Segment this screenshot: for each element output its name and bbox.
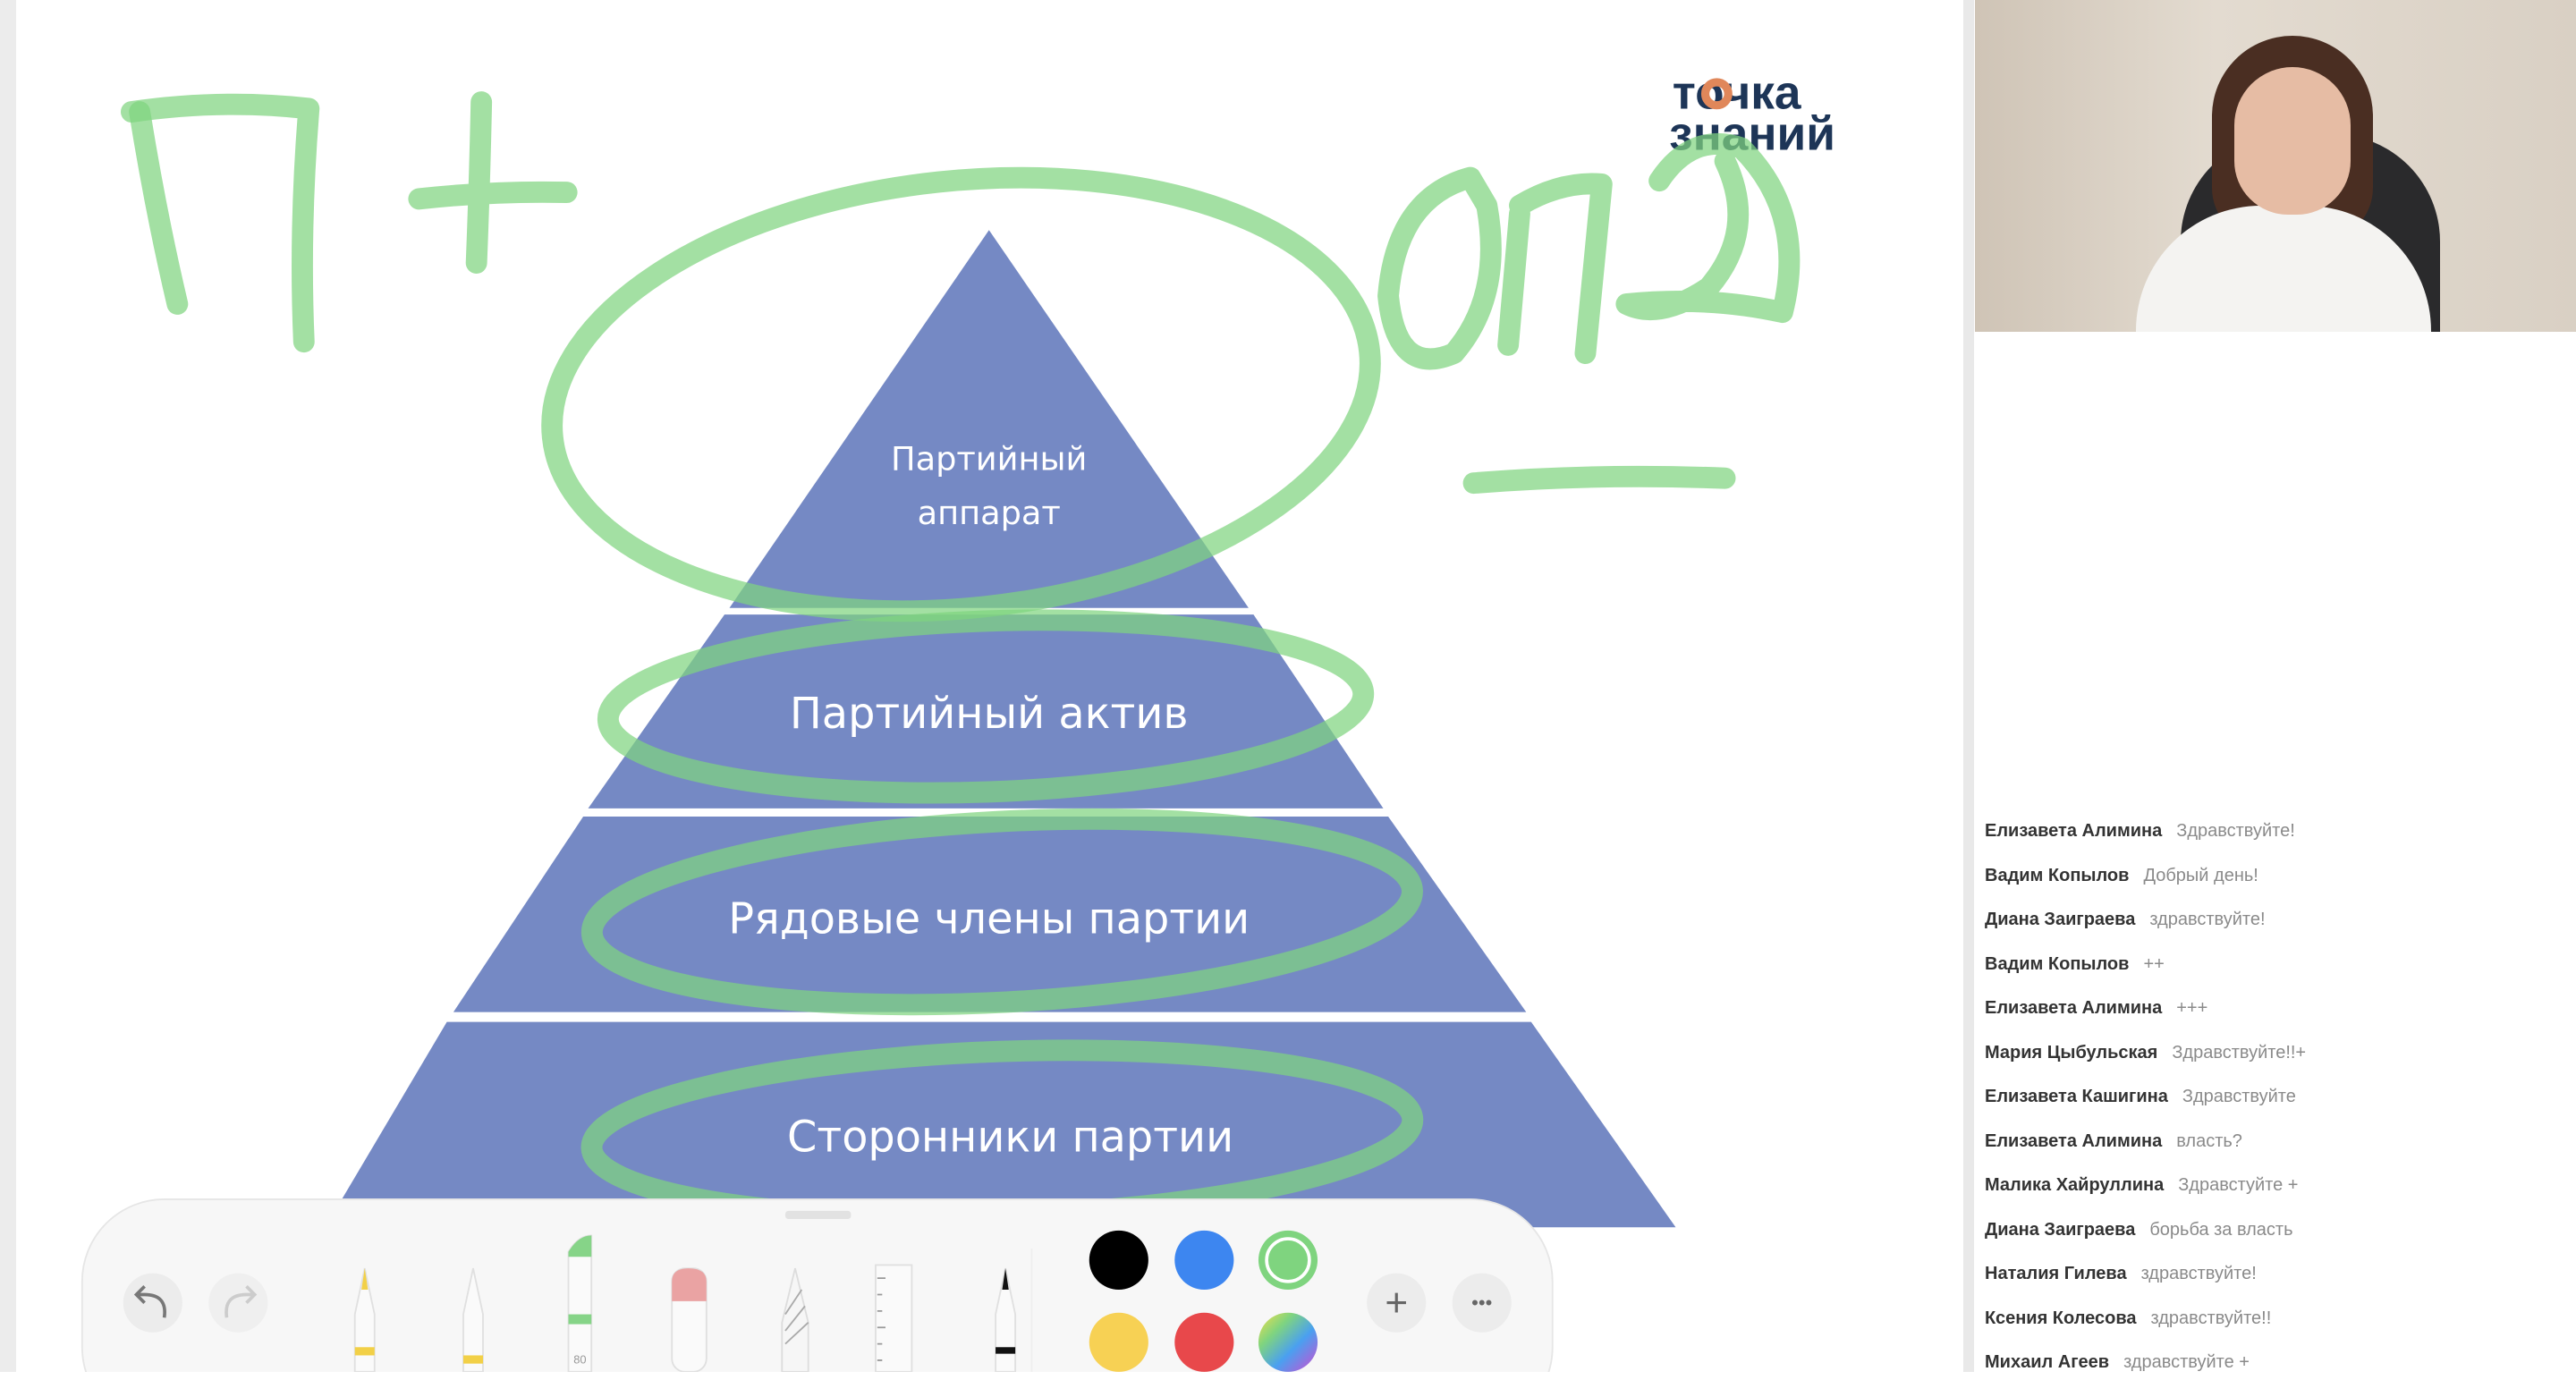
chat-text: ++ bbox=[2143, 953, 2165, 974]
chat-text: здравствуйте + bbox=[2123, 1352, 2250, 1372]
pen-tool[interactable] bbox=[353, 1267, 376, 1372]
toolbar-grabber[interactable] bbox=[784, 1210, 852, 1220]
drawing-toolbar: 80 + ••• bbox=[80, 1198, 1554, 1372]
chat-message: Вадим Копылов ++ bbox=[1985, 954, 2566, 999]
chat-author: Мария Цыбульская bbox=[1985, 1042, 2158, 1063]
chat-author: Малика Хайруллина bbox=[1985, 1175, 2165, 1195]
color-swatch-black[interactable] bbox=[1089, 1230, 1148, 1290]
add-button[interactable]: + bbox=[1367, 1273, 1427, 1333]
chat-author: Наталия Гилева bbox=[1985, 1264, 2127, 1283]
chat-text: здравствуйте! bbox=[2149, 910, 2266, 929]
eraser-tool[interactable] bbox=[671, 1267, 708, 1372]
chat-author: Диана Заиграева bbox=[1985, 910, 2136, 929]
chat-author: Вадим Копылов bbox=[1985, 953, 2130, 974]
chat-message: Диана Заиграева здравствуйте! bbox=[1985, 910, 2566, 954]
redo-icon bbox=[225, 1285, 258, 1318]
panel-divider[interactable] bbox=[1963, 0, 1974, 1372]
ink-letter-p-top bbox=[121, 93, 320, 353]
ink-letter-o bbox=[1377, 166, 1502, 370]
presenter-face bbox=[2234, 67, 2351, 215]
presenter-video bbox=[1975, 0, 2576, 332]
ink-annotations bbox=[121, 91, 1801, 1228]
chat-author: Ксения Колесова bbox=[1985, 1308, 2137, 1328]
chat-text: власть? bbox=[2176, 1130, 2242, 1151]
chat-text: Добрый день! bbox=[2143, 865, 2258, 885]
chat-message: Малика Хайруллина Здравстуйте + bbox=[1985, 1175, 2566, 1220]
chat-author: Елизавета Алимина bbox=[1985, 998, 2163, 1018]
undo-icon bbox=[133, 1285, 166, 1318]
pyramid-level-2 bbox=[588, 614, 1384, 809]
window-edge bbox=[0, 0, 16, 1372]
toolbar-panel bbox=[80, 1198, 1554, 1372]
chat-message: Елизавета Алимина Здравствуйте! bbox=[1985, 821, 2566, 866]
ink-circle-level-2 bbox=[597, 609, 1375, 804]
chat-message: Вадим Копылов Добрый день! bbox=[1985, 866, 2566, 910]
chat-message: Елизавета Кашигина Здравствуйте bbox=[1985, 1087, 2566, 1131]
chat-message: Елизавета Алимина власть? bbox=[1985, 1131, 2566, 1176]
chat-text: Здравстуйте + bbox=[2178, 1175, 2299, 1195]
ink-plus bbox=[408, 91, 578, 274]
ink-circle-top bbox=[541, 166, 1381, 622]
pyramid: Партийный аппарат Партийный актив Рядовы… bbox=[325, 230, 1676, 1228]
redo-button[interactable] bbox=[208, 1273, 268, 1333]
color-swatch-green-selected[interactable] bbox=[1258, 1230, 1318, 1290]
more-button[interactable]: ••• bbox=[1452, 1273, 1512, 1333]
chat-message: Елизавета Алимина +++ bbox=[1985, 998, 2566, 1043]
chat-message: Михаил Агеев здравствуйте + bbox=[1985, 1352, 2566, 1397]
ink-letter-p bbox=[129, 101, 189, 315]
ink-letter-p2 bbox=[1497, 173, 1613, 365]
chat-text: Здравствуйте!!+ bbox=[2172, 1042, 2307, 1063]
chat-text: +++ bbox=[2176, 998, 2208, 1018]
chat-message: Наталия Гилева здравствуйте! bbox=[1985, 1264, 2566, 1308]
pyramid-level-1 bbox=[729, 230, 1249, 608]
color-swatch-yellow[interactable] bbox=[1089, 1312, 1148, 1372]
chat-author: Диана Заиграева bbox=[1985, 1219, 2136, 1240]
color-picker-wheel[interactable] bbox=[1258, 1312, 1318, 1372]
chat-author: Вадим Копылов bbox=[1985, 865, 2130, 885]
chat-author: Елизавета Алимина bbox=[1985, 1130, 2163, 1151]
chat-author: Михаил Агеев bbox=[1985, 1352, 2110, 1372]
chat-text: здравствуйте!! bbox=[2150, 1308, 2272, 1328]
undo-button[interactable] bbox=[123, 1273, 182, 1333]
chat-message: Ксения Колесова здравствуйте!! bbox=[1985, 1308, 2566, 1353]
chat-message: Диана Заиграева борьба за власть bbox=[1985, 1220, 2566, 1265]
level-2-label: Партийный актив bbox=[790, 690, 1189, 739]
ink-underline bbox=[1462, 465, 1736, 495]
ink-letter-d bbox=[1615, 132, 1801, 324]
chat-message: Мария Цыбульская Здравствуйте!!+ bbox=[1985, 1043, 2566, 1088]
level-3-label: Рядовые члены партии bbox=[728, 894, 1250, 944]
ink-circle-level-3 bbox=[580, 808, 1423, 1016]
plus-icon: + bbox=[1385, 1281, 1408, 1325]
chat-list: Елизавета Алимина Здравствуйте! Вадим Коп… bbox=[1985, 821, 2566, 1397]
logo-line1: точка bbox=[1673, 66, 1801, 119]
chat-text: Здравствуйте bbox=[2182, 1087, 2296, 1106]
chat-author: Елизавета Кашигина bbox=[1985, 1087, 2168, 1106]
color-swatch-red[interactable] bbox=[1174, 1312, 1234, 1372]
chat-text: здравствуйте! bbox=[2140, 1264, 2257, 1283]
chat-author: Елизавета Алимина bbox=[1985, 821, 2163, 841]
ruler-tool[interactable] bbox=[875, 1264, 913, 1372]
logo-dot bbox=[1700, 78, 1733, 110]
chat-text: Здравствуйте! bbox=[2176, 821, 2295, 841]
color-swatch-blue[interactable] bbox=[1174, 1230, 1234, 1290]
more-icon: ••• bbox=[1471, 1291, 1492, 1314]
level-4-label: Сторонники партии bbox=[787, 1113, 1233, 1163]
level-1-label-line1: Партийный bbox=[891, 439, 1087, 478]
level-1-label-line2: аппарат bbox=[918, 494, 1061, 532]
highlighter-tool[interactable]: 80 bbox=[567, 1234, 593, 1372]
highlighter-size: 80 bbox=[573, 1353, 586, 1367]
chat-text: борьба за власть bbox=[2149, 1219, 2293, 1240]
